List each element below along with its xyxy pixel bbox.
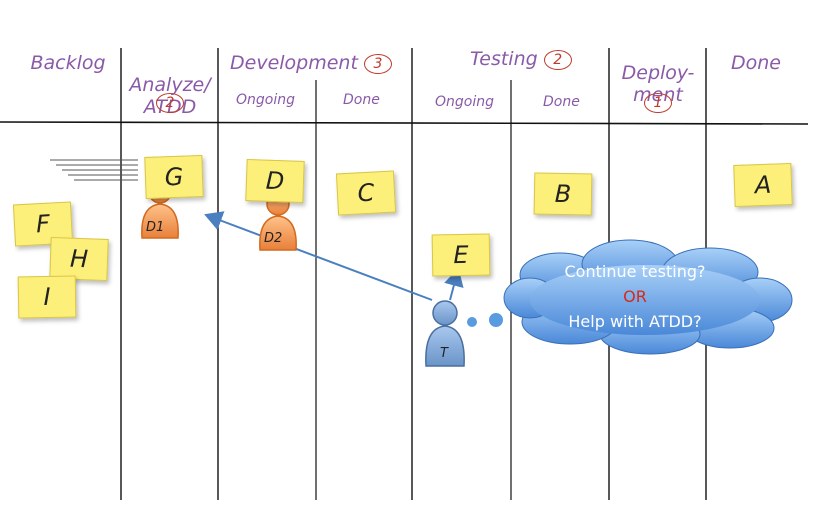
wip-limit-analyze: 2 xyxy=(156,93,184,113)
thought-line-2: OR xyxy=(623,287,647,306)
card-a[interactable]: A xyxy=(733,163,793,207)
column-title: Development xyxy=(230,52,358,74)
tester-t-figure xyxy=(425,300,465,367)
subcolumn-dev-ongoing: Ongoing xyxy=(236,92,295,108)
card-g[interactable]: G xyxy=(144,155,204,199)
card-h[interactable]: H xyxy=(49,237,109,281)
card-c[interactable]: C xyxy=(335,170,397,216)
thought-line-1: Continue testing? xyxy=(564,262,706,281)
column-title: Testing xyxy=(470,48,538,70)
wip-limit-development: 3 xyxy=(363,53,392,74)
wip-limit-testing: 2 xyxy=(543,49,572,70)
subcolumn-dev-done: Done xyxy=(343,92,380,108)
thought-dot xyxy=(467,317,477,327)
column-header-testing: Testing 2 xyxy=(470,48,610,70)
column-title: Backlog xyxy=(30,52,106,74)
column-header-development: Development 3 xyxy=(230,52,410,74)
card-e[interactable]: E xyxy=(431,233,491,277)
card-b[interactable]: B xyxy=(533,172,593,216)
thought-dot xyxy=(489,313,503,327)
motion-lines xyxy=(50,159,138,181)
header-divider xyxy=(0,121,809,125)
arrow-to-analyze xyxy=(204,211,433,301)
developer-d2-label: D2 xyxy=(264,231,283,246)
wip-limit-deployment: 1 xyxy=(644,93,672,113)
thought-cloud xyxy=(503,239,793,355)
subcolumn-test-ongoing: Ongoing xyxy=(435,94,494,110)
subcolumn-test-done: Done xyxy=(543,94,580,110)
thought-line-3: Help with ATDD? xyxy=(568,312,702,331)
card-i[interactable]: I xyxy=(17,275,77,319)
tester-t-label: T xyxy=(440,346,448,361)
column-header-done: Done xyxy=(706,52,806,74)
developer-d1-label: D1 xyxy=(146,220,165,235)
column-header-backlog: Backlog xyxy=(18,52,118,74)
card-d[interactable]: D xyxy=(245,159,305,203)
column-title: Done xyxy=(731,52,781,74)
